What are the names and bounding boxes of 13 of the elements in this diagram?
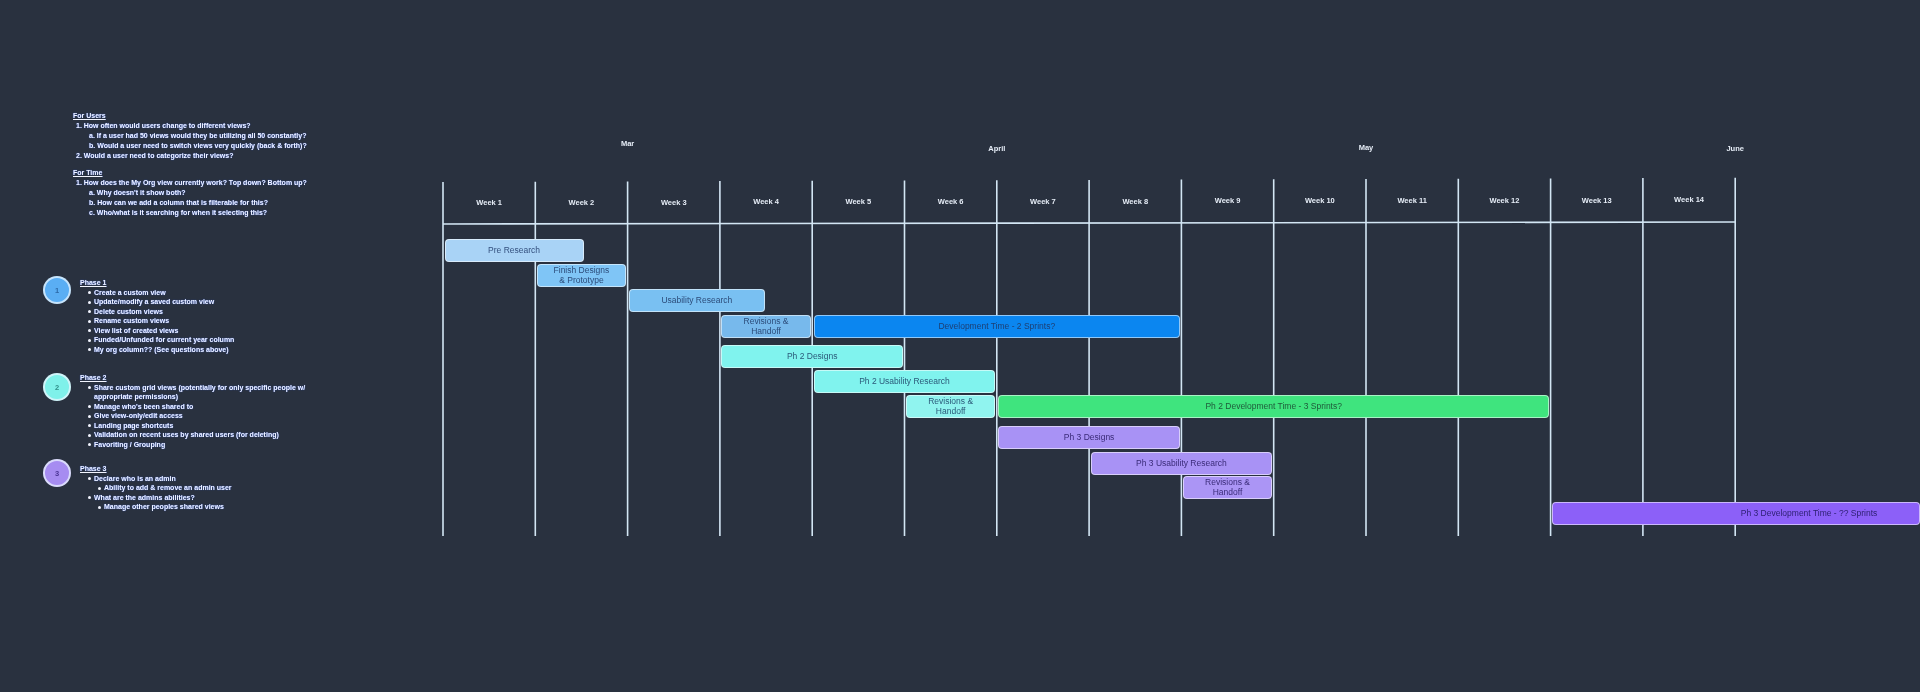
task-bar: Revisions & Handoff [906, 395, 996, 418]
task-bar: Revisions & Handoff [721, 315, 811, 338]
task-bar: Usability Research [629, 289, 765, 312]
task-bar: Ph 2 Development Time - 3 Sprints? [998, 395, 1550, 418]
task-bar: Pre Research [444, 239, 584, 262]
task-bar: Finish Designs & Prototype [536, 264, 627, 287]
task-bar: Ph 3 Usability Research [1090, 452, 1273, 475]
task-bar: Ph 3 Designs [998, 426, 1180, 449]
task-bar: Revisions & Handoff [1182, 476, 1273, 499]
task-bar: Ph 2 Designs [721, 345, 903, 368]
task-bar: Development Time - 2 Sprints? [813, 315, 1180, 338]
task-bar: Ph 3 Development Time - ?? Sprints [1552, 502, 1920, 525]
task-bar: Ph 2 Usability Research [813, 370, 996, 393]
